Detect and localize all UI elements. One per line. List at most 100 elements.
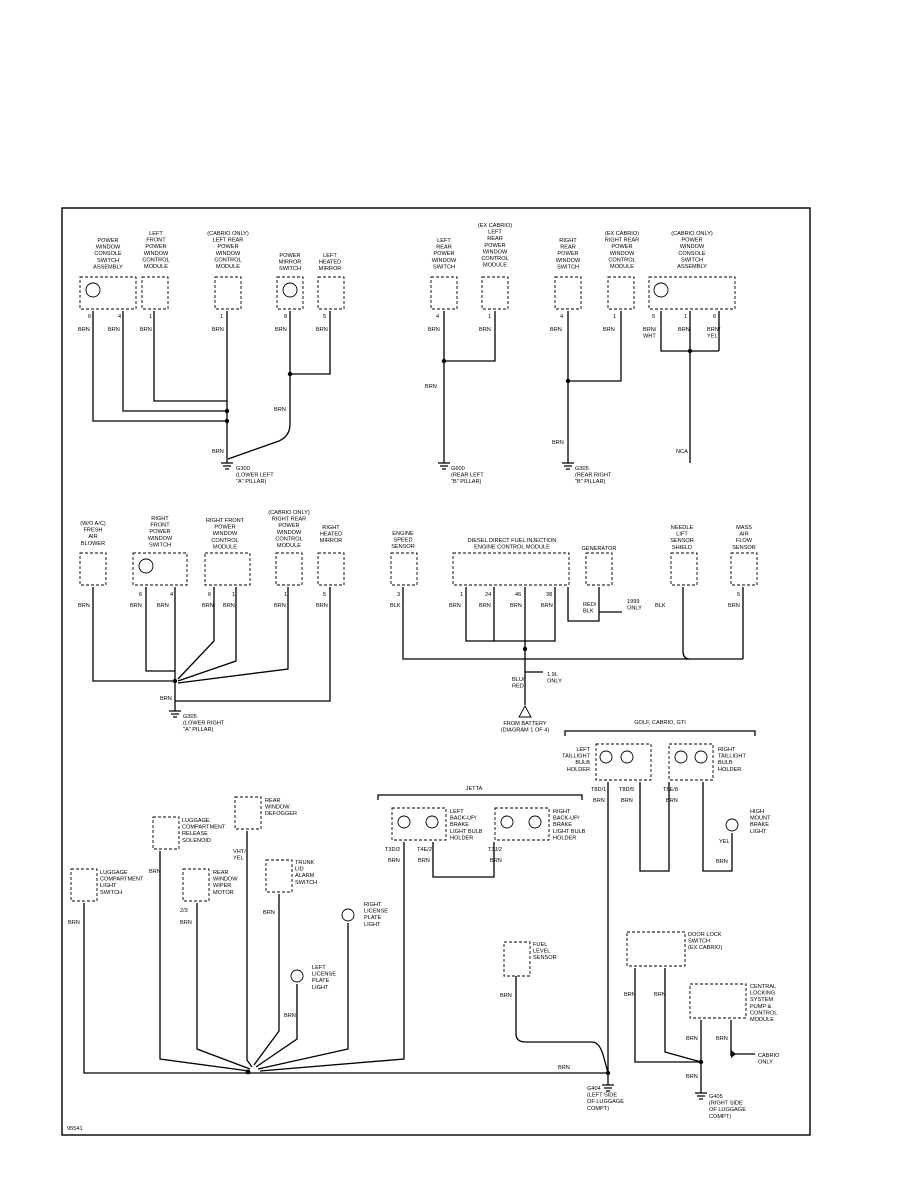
wire-color-label: BRN	[418, 858, 430, 864]
wire-color-label: BRN/YEL	[707, 327, 721, 340]
wire-color-label: BRN	[212, 327, 224, 333]
wire-color-label: BLU/RED	[512, 677, 525, 690]
pin-label: T8D/1	[591, 787, 606, 793]
diagram-id: 95541	[67, 1126, 83, 1132]
wire-color-label: BRN	[621, 798, 633, 804]
component-luggage-release	[152, 816, 180, 850]
pin-number: 38	[546, 592, 552, 598]
wire-color-label: BLK	[655, 603, 666, 609]
wire-color-label: BRN	[78, 603, 90, 609]
pin-number: 4	[118, 314, 121, 320]
ground-wire	[443, 311, 496, 463]
wire-color-label: YEL	[719, 839, 730, 845]
splice-point	[224, 408, 230, 414]
wire-color-label: BRN	[510, 603, 522, 609]
ground-symbol-icon	[602, 1084, 614, 1092]
splice-point	[441, 358, 447, 364]
splice-point	[698, 1059, 704, 1065]
wire-color-label: BRN	[160, 696, 172, 702]
pin-label: T3J/2	[488, 847, 502, 853]
pin-number: 1	[460, 592, 463, 598]
wire-color-label: BRN	[274, 603, 286, 609]
splice-point	[287, 371, 293, 377]
component-ecm	[452, 552, 570, 586]
jetta-group-bracket	[377, 794, 583, 800]
ground-wire	[92, 587, 331, 711]
pin-label: T3D/2	[385, 847, 400, 853]
component-fresh-air-blower	[79, 552, 107, 586]
wire-color-label: BRN	[500, 993, 512, 999]
pin-number: 1	[284, 592, 287, 598]
wire-color-label: BRN/WHT	[643, 327, 657, 340]
wire-color-label: BRN	[388, 858, 400, 864]
component-left-rear-pw-switch	[430, 276, 458, 310]
nca-label: NCA	[676, 449, 688, 455]
pin-number: 5	[652, 314, 655, 320]
wire-color-label: BRN	[479, 603, 491, 609]
wire-color-label: BRN	[666, 798, 678, 804]
lamp-icon	[500, 815, 514, 829]
pin-number: 1	[232, 592, 235, 598]
splice-point	[245, 1069, 251, 1075]
lamp-icon	[425, 815, 439, 829]
component-trunk-alarm	[265, 859, 293, 893]
wire-color-label: BRN	[603, 327, 615, 333]
component-right-front-pw-module	[204, 552, 251, 586]
splice-point	[565, 378, 571, 384]
pin-number: 6	[208, 592, 211, 598]
component-left-rear-pw-module	[214, 276, 242, 310]
wire-color-label: VHT/YEL	[233, 849, 246, 862]
pin-number: 1	[220, 314, 223, 320]
ground-wire	[660, 311, 720, 463]
component-right-heated-mirror	[317, 552, 345, 586]
component-left-front-pw-module	[141, 276, 169, 310]
pin-label: T8D/5	[619, 787, 634, 793]
pin-number: 1	[684, 314, 687, 320]
lamp-icon	[599, 750, 613, 764]
wire-color-label: BRN	[550, 327, 562, 333]
pin-number: 4	[436, 314, 439, 320]
wire-color-label: BRN	[316, 327, 328, 333]
component-right-rear-pw-switch	[554, 276, 582, 310]
component-left-heated-mirror	[317, 276, 345, 310]
ground-symbol-icon	[438, 462, 450, 470]
pin-label: T4E/2	[417, 847, 432, 853]
lamp-icon	[282, 282, 298, 298]
wire-color-label: BRN	[449, 603, 461, 609]
wire-color-label: BRN	[490, 858, 502, 864]
wire-color-label: BRN	[130, 603, 142, 609]
lamp-icon	[674, 750, 688, 764]
component-right-rear-pw-module	[275, 552, 303, 586]
pin-label: 2/3	[180, 908, 188, 914]
ground-location-label: G300(LOWER LEFT"A" PILLAR)	[236, 466, 274, 485]
pin-label: T8E/8	[663, 787, 678, 793]
ground-wire	[567, 311, 622, 463]
